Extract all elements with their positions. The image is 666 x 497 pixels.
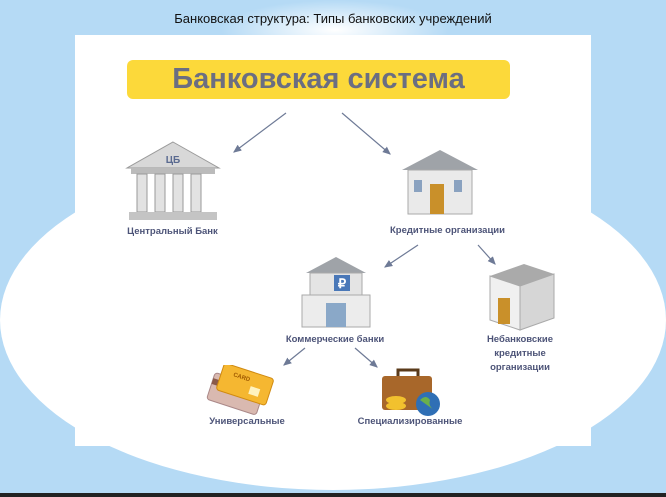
central-bank-icon: ЦБ bbox=[125, 141, 221, 220]
arrow-to-nonbank bbox=[477, 244, 496, 265]
specialized-label: Специализированные bbox=[357, 416, 463, 427]
arrow-to-commercial bbox=[384, 244, 419, 268]
arrow-to-credit-orgs bbox=[341, 112, 391, 155]
credit-card-icon: CARD bbox=[206, 365, 274, 415]
slide-title: Банковская структура: Типы банковских уч… bbox=[174, 11, 492, 26]
nonbank-label: Небанковские кредитные организации bbox=[486, 334, 554, 373]
svg-text:₽: ₽ bbox=[338, 276, 347, 291]
diagram-panel bbox=[75, 35, 591, 446]
universal-label: Универсальные bbox=[209, 416, 285, 427]
svg-text:CARD: CARD bbox=[232, 372, 251, 383]
arrow-to-specialized bbox=[354, 347, 378, 368]
commercial-banks-label: Коммерческие банки bbox=[285, 334, 385, 345]
credit-orgs-icon bbox=[402, 150, 478, 215]
commercial-bank-icon: ₽ bbox=[301, 257, 371, 328]
arrow-to-universal bbox=[283, 347, 306, 366]
svg-text:ЦБ: ЦБ bbox=[166, 155, 181, 166]
bottom-bar bbox=[0, 493, 666, 497]
briefcase-icon bbox=[382, 368, 440, 416]
nonbank-icon bbox=[489, 264, 555, 331]
arrow-to-central-bank bbox=[233, 112, 287, 153]
banking-system-banner: Банковская система bbox=[127, 60, 510, 99]
central-bank-label: Центральный Банк bbox=[127, 226, 218, 237]
credit-orgs-label: Кредитные организации bbox=[389, 225, 505, 236]
